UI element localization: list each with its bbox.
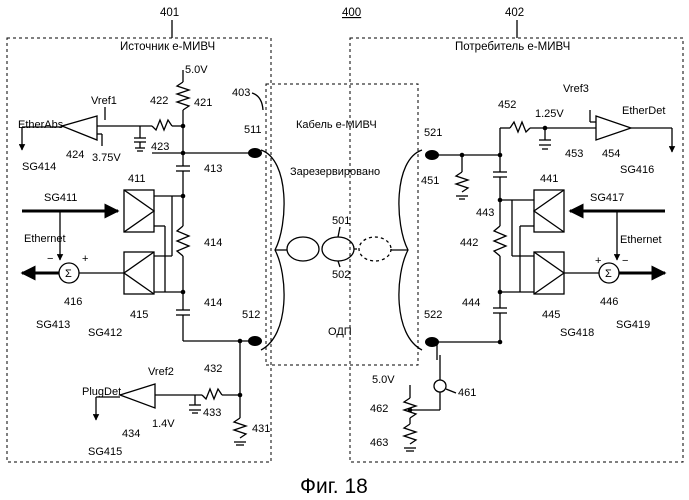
pair-ref-501: 501 — [332, 215, 350, 227]
right-461: 461 — [458, 387, 476, 399]
left-sg415: SG415 — [88, 446, 122, 458]
sink-title: Потребитель e-МИВЧ — [455, 41, 570, 53]
left-415: 415 — [130, 309, 148, 321]
node-511 — [248, 148, 262, 158]
right-445: 445 — [542, 309, 560, 321]
left-sg414: SG414 — [22, 161, 56, 173]
right-446: 446 — [600, 296, 618, 308]
left-vref2: Vref2 — [148, 366, 174, 378]
sink-circuit — [404, 110, 672, 451]
pair-502-leader — [338, 261, 340, 267]
left-413: 413 — [204, 163, 222, 175]
left-411: 411 — [128, 173, 146, 185]
right-125v: 1.25V — [535, 108, 564, 120]
source-ref: 401 — [160, 7, 179, 19]
left-sg413: SG413 — [36, 319, 70, 331]
right-5v: 5.0V — [372, 374, 395, 386]
reserved-label: Зарезервировано — [290, 166, 380, 178]
left-431: 431 — [252, 423, 270, 435]
right-452: 452 — [498, 99, 516, 111]
pair-ref-502: 502 — [332, 269, 350, 281]
left-ethernet: Ethernet — [24, 233, 66, 245]
right-sg418: SG418 — [560, 327, 594, 339]
node-522 — [425, 337, 439, 347]
left-421: 421 — [194, 97, 212, 109]
left-sigma: Σ — [65, 268, 72, 280]
right-522: 522 — [424, 309, 442, 321]
left-414a: 414 — [204, 237, 222, 249]
left-plugdet: PlugDet — [82, 386, 121, 398]
right-454: 454 — [602, 148, 620, 160]
left-416: 416 — [64, 296, 82, 308]
right-minus: − — [622, 255, 628, 267]
left-vref1: Vref1 — [91, 95, 117, 107]
right-etherdet: EtherDet — [622, 105, 665, 117]
right-443: 443 — [476, 207, 494, 219]
right-463: 463 — [370, 437, 388, 449]
node-512 — [248, 336, 262, 346]
left-424: 424 — [66, 149, 84, 161]
cable-area-leader — [252, 93, 263, 110]
left-plus: + — [82, 253, 88, 265]
left-sg411: SG411 — [44, 192, 77, 204]
left-14v: 1.4V — [152, 418, 175, 430]
left-5v: 5.0V — [185, 64, 208, 76]
left-sg412: SG412 — [88, 327, 122, 339]
left-511: 511 — [244, 124, 262, 136]
l461-leader — [446, 389, 456, 393]
cable-area-ref: 403 — [232, 87, 250, 99]
right-441: 441 — [540, 173, 558, 185]
twisted-pair — [261, 150, 422, 350]
left-etherabs: EtherAbs — [18, 119, 64, 131]
figure-caption: Фиг. 18 — [300, 475, 368, 498]
right-sigma: Σ — [605, 268, 612, 280]
source-title: Источник e-МИВЧ — [120, 41, 215, 53]
sink-ref: 402 — [505, 7, 524, 19]
right-vref3: Vref3 — [563, 83, 589, 95]
left-432: 432 — [204, 363, 222, 375]
node-521 — [425, 150, 439, 160]
right-453: 453 — [565, 148, 583, 160]
left-434: 434 — [122, 428, 140, 440]
left-422: 422 — [150, 95, 168, 107]
right-521: 521 — [424, 127, 442, 139]
right-sg416: SG416 — [620, 164, 654, 176]
left-512: 512 — [242, 309, 260, 321]
cable-title: Кабель e-МИВЧ — [296, 119, 377, 131]
left-414b: 414 — [204, 297, 222, 309]
left-433: 433 — [203, 407, 221, 419]
right-442: 442 — [460, 237, 478, 249]
right-plus: + — [595, 255, 601, 267]
right-462: 462 — [370, 403, 388, 415]
right-444: 444 — [462, 297, 480, 309]
system-ref: 400 — [342, 7, 361, 19]
left-minus: − — [47, 253, 53, 265]
right-451: 451 — [421, 175, 439, 187]
left-423: 423 — [151, 141, 169, 153]
right-ethernet: Ethernet — [620, 234, 662, 246]
right-sg417: SG417 — [590, 192, 624, 204]
odp-label: ОДП — [328, 326, 352, 338]
right-sg419: SG419 — [616, 319, 650, 331]
pair-501-leader — [338, 227, 340, 237]
left-375v: 3.75V — [92, 152, 121, 164]
